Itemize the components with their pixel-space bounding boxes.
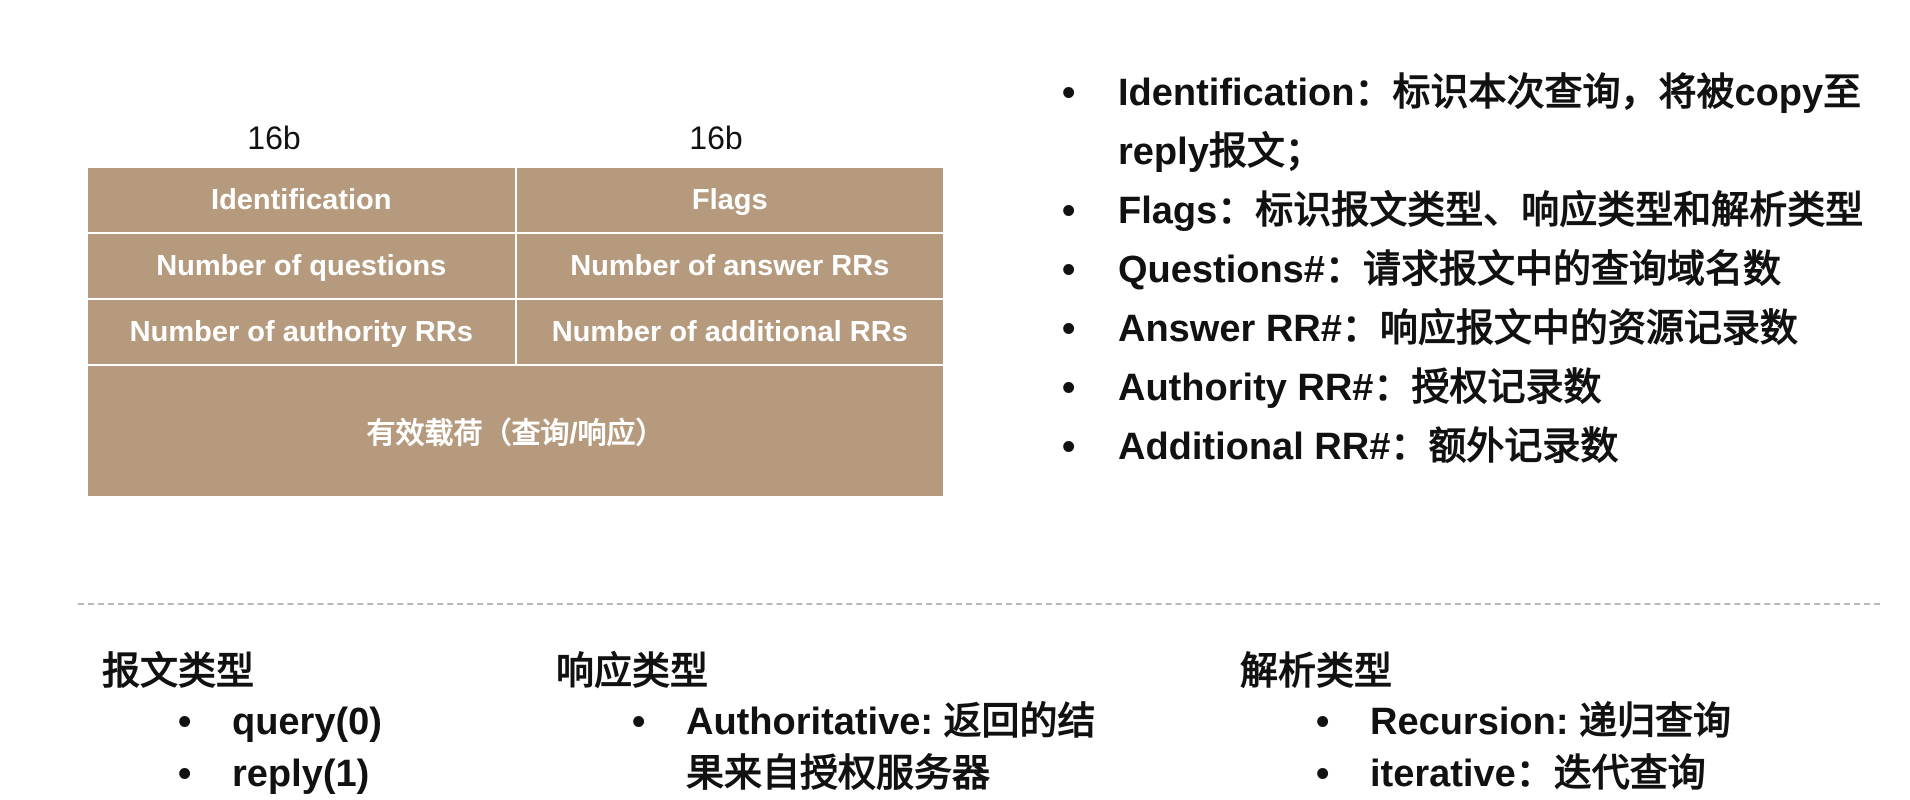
field-num-additional-rrs: Number of additional RRs xyxy=(514,298,943,366)
field-num-answer-rrs: Number of answer RRs xyxy=(514,232,943,300)
table-row: Identification Flags xyxy=(88,168,943,234)
list-item: • Flags：标识报文类型、响应类型和解析类型 xyxy=(1062,182,1902,241)
note-text: Identification：标识本次查询，将被copy至reply报文； xyxy=(1118,72,1862,173)
bullet-icon: • xyxy=(1316,701,1330,743)
item-text: Authoritative: 返回的结果来自授权服务器 xyxy=(686,701,1096,795)
item-text: Recursion: 递归查询 xyxy=(1370,701,1732,743)
bullet-icon: • xyxy=(1062,249,1076,291)
message-type-title: 报文类型 xyxy=(102,651,255,693)
note-text: Flags：标识报文类型、响应类型和解析类型 xyxy=(1118,190,1864,232)
field-num-authority-rrs: Number of authority RRs xyxy=(88,298,517,366)
field-num-questions: Number of questions xyxy=(88,232,517,300)
bullet-icon: • xyxy=(1316,753,1330,795)
table-row: Number of authority RRs Number of additi… xyxy=(88,298,943,366)
field-payload: 有效载荷（查询/响应） xyxy=(88,364,943,496)
bullet-icon: • xyxy=(1062,308,1076,350)
list-item: • Answer RR#：响应报文中的资源记录数 xyxy=(1062,300,1902,359)
bullet-icon: • xyxy=(1062,426,1076,468)
field-width-label-left: 16b xyxy=(247,120,301,156)
bullet-icon: • xyxy=(1062,367,1076,409)
note-text: Additional RR#：额外记录数 xyxy=(1118,426,1619,468)
list-item: • query(0) xyxy=(178,696,382,748)
table-row: Number of questions Number of answer RRs xyxy=(88,232,943,300)
item-text: query(0) xyxy=(232,701,382,743)
item-text: iterative：迭代查询 xyxy=(1370,753,1706,795)
list-item: • Additional RR#：额外记录数 xyxy=(1062,418,1902,477)
dns-header-table: Identification Flags Number of questions… xyxy=(88,168,943,496)
resolution-type-list: • Recursion: 递归查询 • iterative：迭代查询 xyxy=(1316,696,1732,800)
note-text: Authority RR#：授权记录数 xyxy=(1118,367,1602,409)
list-item: • Authoritative: 返回的结果来自授权服务器 xyxy=(632,696,1106,800)
message-type-section: 报文类型 • query(0) • reply(1) xyxy=(102,648,382,800)
list-item: • reply(1) xyxy=(178,748,382,800)
list-item: • Identification：标识本次查询，将被copy至reply报文； xyxy=(1062,64,1902,182)
bullet-icon: • xyxy=(1062,190,1076,232)
bullet-icon: • xyxy=(178,753,192,795)
field-identification: Identification xyxy=(88,168,517,234)
field-width-label-right: 16b xyxy=(689,120,743,156)
list-item: • Recursion: 递归查询 xyxy=(1316,696,1732,748)
resolution-type-title: 解析类型 xyxy=(1240,651,1393,693)
list-item: • Questions#：请求报文中的查询域名数 xyxy=(1062,241,1902,300)
resolution-type-section: 解析类型 • Recursion: 递归查询 • iterative：迭代查询 xyxy=(1240,648,1731,800)
table-row: 有效载荷（查询/响应） xyxy=(88,364,943,496)
field-notes-list: • Identification：标识本次查询，将被copy至reply报文； •… xyxy=(1062,64,1902,477)
note-text: Answer RR#：响应报文中的资源记录数 xyxy=(1118,308,1798,350)
message-type-list: • query(0) • reply(1) xyxy=(178,696,382,800)
section-divider xyxy=(78,603,1880,605)
note-text: Questions#：请求报文中的查询域名数 xyxy=(1118,249,1781,291)
item-text: reply(1) xyxy=(232,753,370,795)
list-item: • Authority RR#：授权记录数 xyxy=(1062,359,1902,418)
response-type-list: • Authoritative: 返回的结果来自授权服务器 xyxy=(632,696,1106,800)
bullet-icon: • xyxy=(632,701,646,743)
list-item: • iterative：迭代查询 xyxy=(1316,748,1731,800)
field-flags: Flags xyxy=(514,168,943,234)
bullet-icon: • xyxy=(178,701,192,743)
bullet-icon: • xyxy=(1062,72,1076,114)
response-type-title: 响应类型 xyxy=(556,651,709,693)
response-type-section: 响应类型 • Authoritative: 返回的结果来自授权服务器 xyxy=(556,648,1106,800)
